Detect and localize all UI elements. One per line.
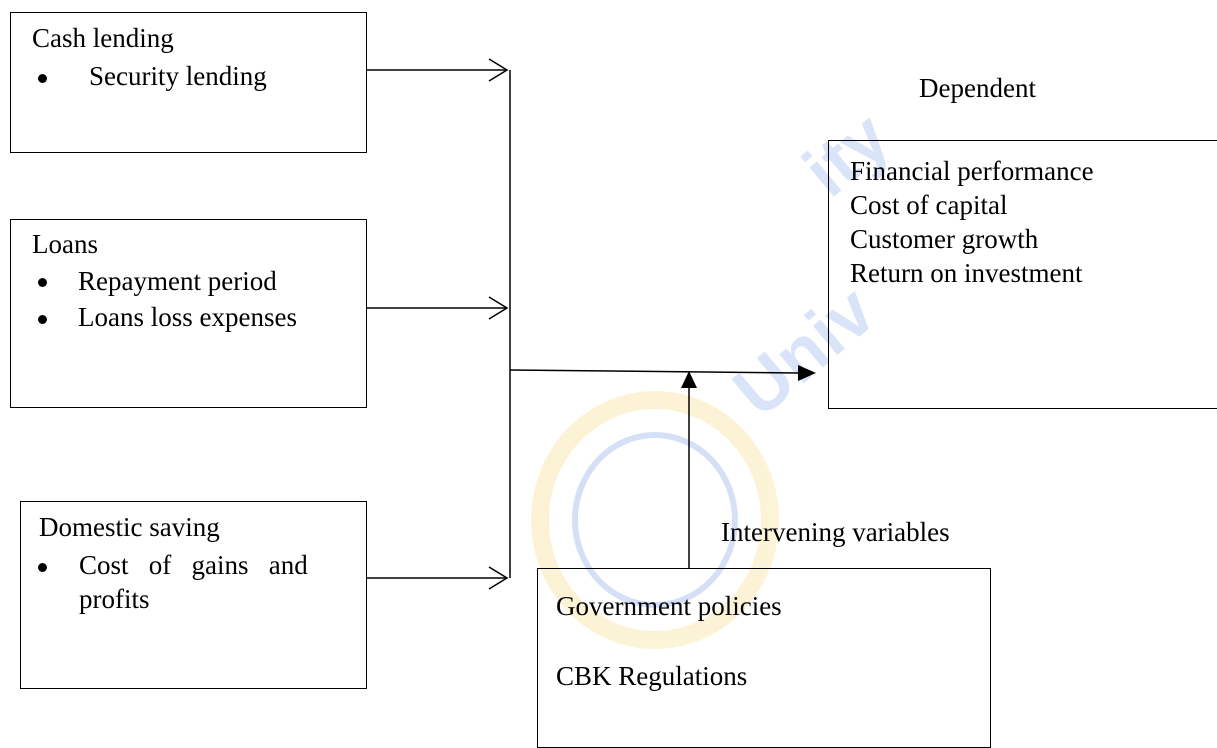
dependent-line: Financial performance: [850, 156, 1094, 186]
bullet-text: Security lending: [89, 61, 267, 91]
box-title: Cash lending: [32, 23, 174, 53]
bullet-text: Loans loss expenses: [78, 302, 297, 332]
bullet-icon: [38, 278, 47, 287]
box-title: Domestic saving: [39, 512, 220, 542]
loans-box: Loans Repayment period Loans loss expens…: [10, 219, 367, 408]
intervening-line: CBK Regulations: [556, 661, 748, 691]
domestic-saving-box: Domestic saving Cost of gains and profit…: [20, 501, 367, 689]
connector-lines: [367, 58, 816, 590]
intervening-line: Government policies: [556, 591, 782, 621]
dependent-line: Cost of capital: [850, 190, 1008, 220]
watermark: ity Univ: [531, 97, 905, 649]
bullet-icon: [38, 563, 47, 572]
bullet-text-line-1: Cost of gains and: [79, 550, 308, 580]
bullet-icon: [38, 315, 47, 324]
dependent-line: Customer growth: [850, 224, 1039, 254]
box-title: Loans: [32, 229, 98, 259]
bullet-text: Repayment period: [78, 266, 277, 296]
dependent-label: Dependent: [919, 73, 1036, 103]
bullet-text-line-2: profits: [79, 584, 150, 614]
bullet-icon: [38, 74, 47, 83]
intervening-label: Intervening variables: [721, 517, 950, 547]
dependent-box: Financial performance Cost of capital Cu…: [828, 140, 1217, 409]
dependent-line: Return on investment: [850, 258, 1083, 288]
cash-lending-box: Cash lending Security lending: [10, 12, 367, 153]
